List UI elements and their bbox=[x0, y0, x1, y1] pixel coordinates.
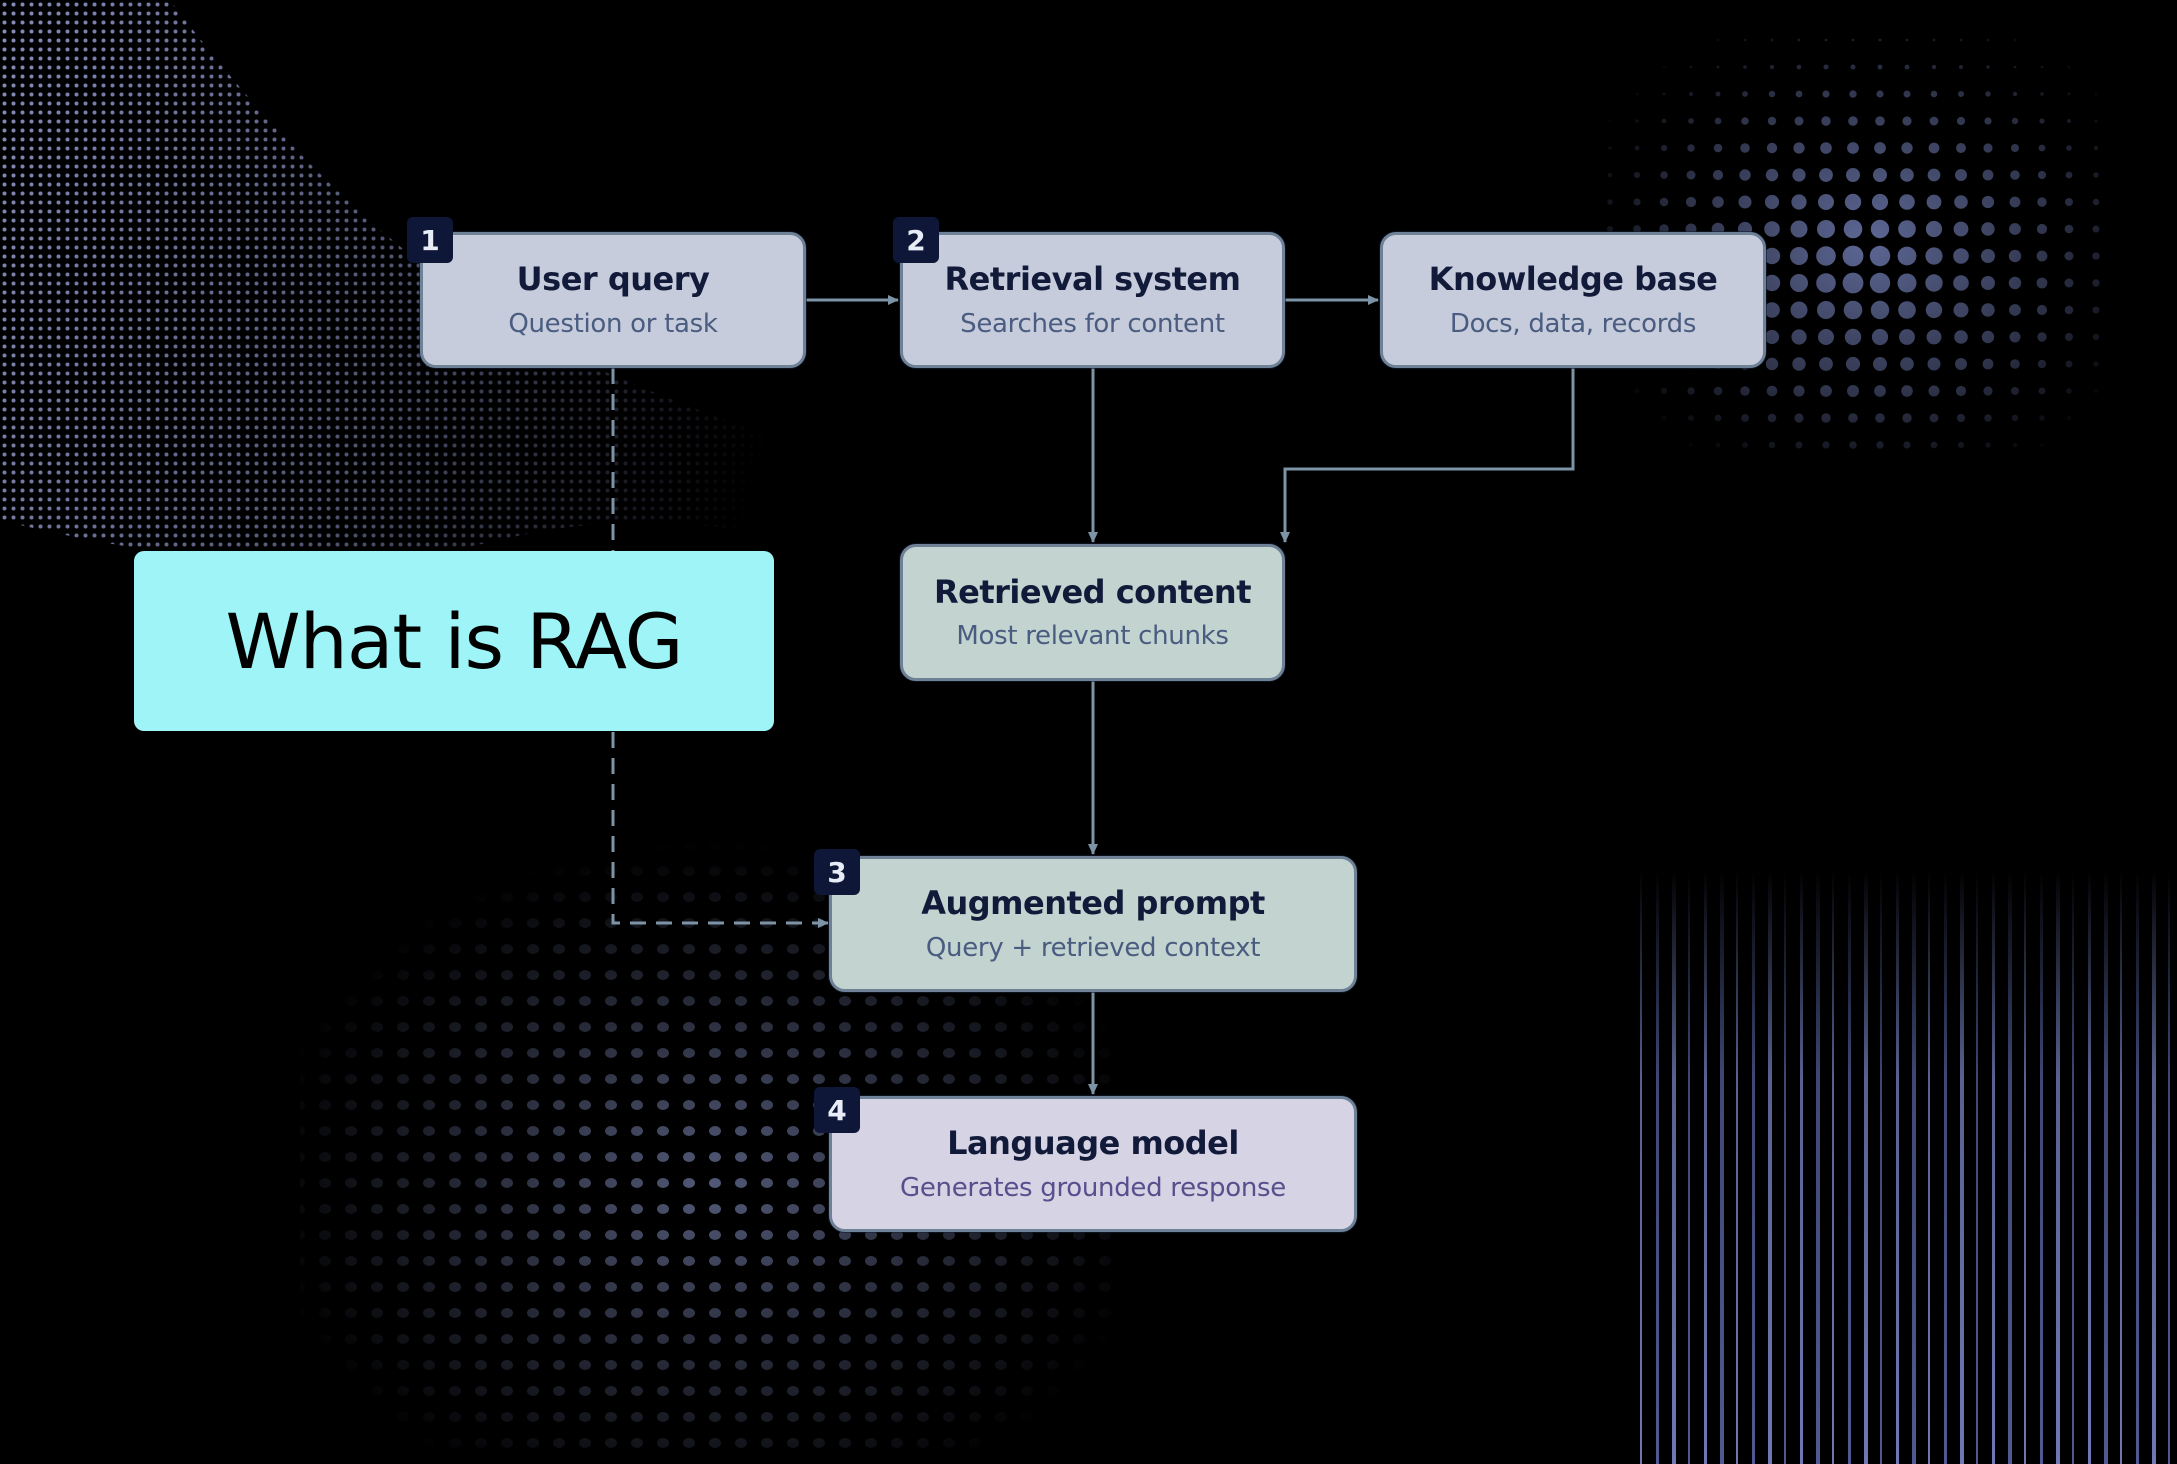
node-retrieved-content-subtitle: Most relevant chunks bbox=[956, 621, 1229, 652]
node-language-model: Language model Generates grounded respon… bbox=[829, 1096, 1357, 1232]
node-user-query-title: User query bbox=[516, 260, 710, 299]
step-badge-3: 3 bbox=[814, 849, 860, 895]
node-user-query: User query Question or task bbox=[420, 232, 806, 368]
node-language-model-title: Language model bbox=[947, 1124, 1239, 1163]
node-augmented-prompt: Augmented prompt Query + retrieved conte… bbox=[829, 856, 1357, 992]
node-language-model-subtitle: Generates grounded response bbox=[900, 1172, 1286, 1203]
node-retrieved-content-title: Retrieved content bbox=[933, 572, 1252, 611]
edge-knowledge-to-content bbox=[1280, 368, 1575, 543]
title-banner: What is RAG bbox=[134, 551, 774, 731]
node-augmented-prompt-title: Augmented prompt bbox=[921, 884, 1265, 923]
node-retrieval-system-title: Retrieval system bbox=[944, 260, 1241, 299]
step-badge-4: 4 bbox=[814, 1087, 860, 1133]
node-knowledge-base: Knowledge base Docs, data, records bbox=[1380, 232, 1766, 368]
node-knowledge-base-title: Knowledge base bbox=[1428, 260, 1718, 299]
node-augmented-prompt-subtitle: Query + retrieved context bbox=[925, 932, 1261, 963]
node-retrieved-content: Retrieved content Most relevant chunks bbox=[900, 544, 1285, 681]
node-user-query-subtitle: Question or task bbox=[508, 308, 718, 339]
node-retrieval-system: Retrieval system Searches for content bbox=[900, 232, 1285, 368]
page-title: What is RAG bbox=[225, 596, 684, 686]
step-badge-2: 2 bbox=[893, 217, 939, 263]
node-knowledge-base-subtitle: Docs, data, records bbox=[1449, 308, 1697, 339]
node-retrieval-system-subtitle: Searches for content bbox=[960, 308, 1225, 339]
step-badge-1: 1 bbox=[407, 217, 453, 263]
